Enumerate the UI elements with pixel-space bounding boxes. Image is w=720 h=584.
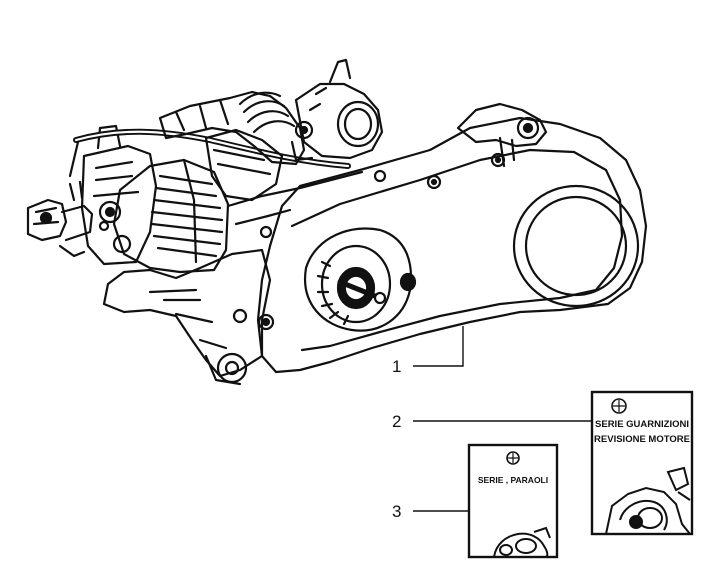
oil-seal-sketch xyxy=(493,526,551,558)
callout-number-3: 3 xyxy=(392,502,401,521)
cylinder xyxy=(112,158,230,274)
carburettor xyxy=(26,198,68,242)
gasket-sketch xyxy=(605,466,691,535)
brand-logo-icon xyxy=(506,451,520,465)
gasket-kit-title: SERIE GUARNIZIONI xyxy=(595,419,689,430)
crankcase xyxy=(102,248,272,378)
gasket-kit-subtitle: REVISIONE MOTORE xyxy=(594,434,690,445)
callout-number-1: 1 xyxy=(392,357,401,376)
gasket-kit-card: SERIE GUARNIZIONI REVISIONE MOTORE xyxy=(590,390,694,536)
leader-line-1 xyxy=(413,326,464,367)
oil-seal-kit-title: SERIE , PARAOLI xyxy=(478,475,548,485)
clutch-housing xyxy=(512,184,640,308)
oil-seal-kit-card: SERIE , PARAOLI xyxy=(467,443,559,559)
callout-leaders xyxy=(413,326,592,512)
engine-assembly xyxy=(26,58,648,386)
brand-logo-icon xyxy=(611,398,627,414)
throttle-body xyxy=(294,82,384,160)
transmission-cover xyxy=(256,116,648,374)
callout-number-2: 2 xyxy=(392,412,401,431)
